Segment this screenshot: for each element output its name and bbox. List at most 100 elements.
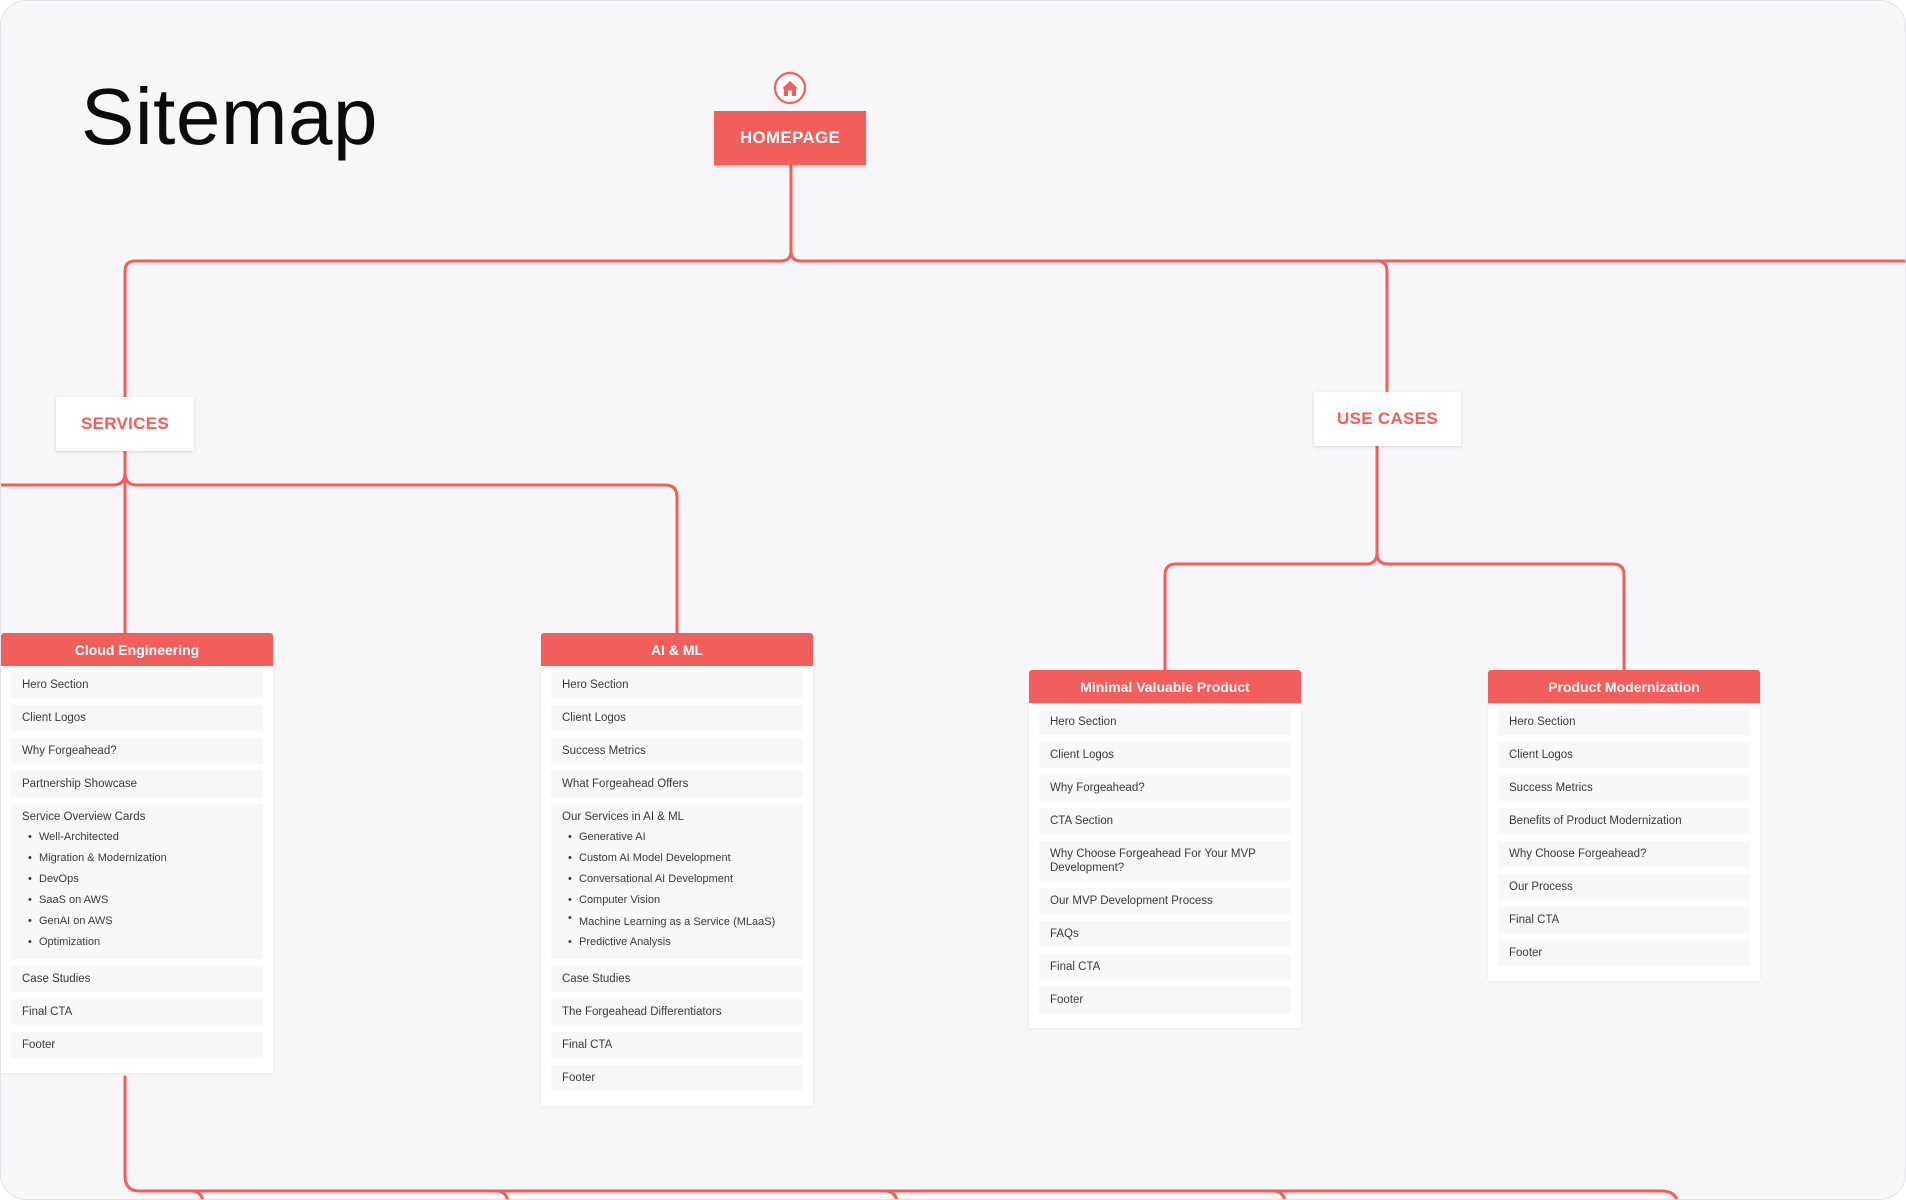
connector-home-right (789, 249, 1905, 263)
list-item[interactable]: Success Metrics (551, 738, 803, 764)
connector-usecases-pm (1375, 551, 1626, 672)
item-label: Hero Section (1050, 716, 1117, 728)
item-label: Hero Section (22, 679, 89, 691)
connector-bottom-bus (123, 1075, 1678, 1199)
list-item[interactable]: Partnership Showcase (11, 771, 263, 797)
list-item[interactable]: Our Process (1498, 874, 1750, 900)
list-item[interactable]: Why Choose Forgeahead? (1498, 841, 1750, 867)
list-item[interactable]: CTA Section (1039, 808, 1291, 834)
card-header[interactable]: Product Modernization (1488, 670, 1760, 703)
homepage-node[interactable]: HOMEPAGE (714, 111, 866, 165)
item-label: Case Studies (22, 973, 91, 985)
item-label: The Forgeahead Differentiators (562, 1006, 722, 1018)
sub-list: Well-Architected Migration & Modernizati… (22, 827, 252, 953)
list-item[interactable]: Final CTA (551, 1032, 803, 1058)
mvp-card: Minimal Valuable Product Hero Section Cl… (1029, 670, 1301, 1028)
item-label: Success Metrics (1509, 782, 1593, 794)
sub-item: Computer Vision (568, 890, 792, 911)
services-node[interactable]: SERVICES (56, 397, 194, 451)
sub-item: Predictive Analysis (568, 932, 792, 953)
card-header[interactable]: AI & ML (541, 633, 813, 666)
list-item[interactable]: Final CTA (1039, 954, 1291, 980)
item-label: Final CTA (1509, 914, 1560, 926)
sub-item: Machine Learning as a Service (MLaaS) (568, 911, 792, 932)
list-item[interactable]: Footer (1039, 987, 1291, 1013)
connector-use-cases-drop (1375, 259, 1389, 394)
list-item[interactable]: Our Services in AI & ML Generative AI Cu… (551, 804, 803, 959)
card-header[interactable]: Cloud Engineering (1, 633, 273, 666)
item-label: Why Forgeahead? (22, 745, 117, 757)
cloud-engineering-card: Cloud Engineering Hero Section Client Lo… (1, 633, 273, 1073)
list-item[interactable]: Success Metrics (1498, 775, 1750, 801)
home-icon (773, 71, 807, 105)
connector-bottom-drop-4 (1271, 1189, 1287, 1199)
list-item[interactable]: Client Logos (1498, 742, 1750, 768)
list-item[interactable]: FAQs (1039, 921, 1291, 947)
item-label: Client Logos (1509, 749, 1573, 761)
item-label: Benefits of Product Modernization (1509, 815, 1682, 827)
item-label: Success Metrics (562, 745, 646, 757)
item-label: Final CTA (562, 1039, 613, 1051)
list-item[interactable]: Final CTA (11, 999, 263, 1025)
item-label: Our Process (1509, 881, 1573, 893)
item-label: Why Choose Forgeahead For Your MVP Devel… (1050, 848, 1256, 874)
list-item[interactable]: Hero Section (1498, 709, 1750, 735)
list-item[interactable]: Footer (551, 1065, 803, 1091)
product-modernization-card: Product Modernization Hero Section Clien… (1488, 670, 1760, 981)
list-item[interactable]: Our MVP Development Process (1039, 888, 1291, 914)
item-label: Service Overview Cards (22, 811, 146, 823)
item-label: Footer (1509, 947, 1543, 959)
list-item[interactable]: Final CTA (1498, 907, 1750, 933)
sub-item: Well-Architected (28, 827, 252, 848)
list-item[interactable]: Client Logos (11, 705, 263, 731)
item-label: Partnership Showcase (22, 778, 138, 790)
list-item[interactable]: Why Choose Forgeahead For Your MVP Devel… (1039, 841, 1291, 881)
list-item[interactable]: Service Overview Cards Well-Architected … (11, 804, 263, 959)
item-label: FAQs (1050, 928, 1079, 940)
sub-item: Conversational AI Development (568, 869, 792, 890)
use-cases-node[interactable]: USE CASES (1314, 392, 1461, 446)
item-label: Client Logos (562, 712, 626, 724)
item-label: Hero Section (562, 679, 629, 691)
list-item[interactable]: Hero Section (11, 672, 263, 698)
list-item[interactable]: Footer (1498, 940, 1750, 966)
list-item[interactable]: Why Forgeahead? (1039, 775, 1291, 801)
list-item[interactable]: Benefits of Product Modernization (1498, 808, 1750, 834)
item-label: Why Forgeahead? (1050, 782, 1145, 794)
item-label: Our MVP Development Process (1050, 895, 1213, 907)
item-label: Client Logos (1050, 749, 1114, 761)
list-item[interactable]: Why Forgeahead? (11, 738, 263, 764)
item-label: Case Studies (562, 973, 631, 985)
item-label: Final CTA (1050, 961, 1101, 973)
item-label: Hero Section (1509, 716, 1576, 728)
connector-home-trunk (123, 163, 793, 399)
connector-services-ai (123, 471, 679, 635)
item-label: Footer (22, 1039, 56, 1051)
item-label: Our Services in AI & ML (562, 811, 685, 823)
list-item[interactable]: Hero Section (551, 672, 803, 698)
connector-services-left (1, 449, 127, 487)
list-item[interactable]: The Forgeahead Differentiators (551, 999, 803, 1025)
card-header[interactable]: Minimal Valuable Product (1029, 670, 1301, 703)
page-title: Sitemap (81, 72, 378, 161)
list-item[interactable]: What Forgeahead Offers (551, 771, 803, 797)
list-item[interactable]: Case Studies (551, 966, 803, 992)
item-label: Client Logos (22, 712, 86, 724)
sub-item: Optimization (28, 932, 252, 953)
list-item[interactable]: Footer (11, 1032, 263, 1058)
list-item[interactable]: Case Studies (11, 966, 263, 992)
connector-bottom-drop-3 (883, 1189, 899, 1199)
sub-item: Generative AI (568, 827, 792, 848)
list-item[interactable]: Client Logos (1039, 742, 1291, 768)
sub-item: GenAI on AWS (28, 911, 252, 932)
sub-item: DevOps (28, 869, 252, 890)
item-label: Footer (562, 1072, 596, 1084)
item-label: Footer (1050, 994, 1084, 1006)
connector-usecases-trunk (1163, 444, 1379, 672)
sub-item: Migration & Modernization (28, 848, 252, 869)
sub-item: Custom AI Model Development (568, 848, 792, 869)
list-item[interactable]: Client Logos (551, 705, 803, 731)
list-item[interactable]: Hero Section (1039, 709, 1291, 735)
